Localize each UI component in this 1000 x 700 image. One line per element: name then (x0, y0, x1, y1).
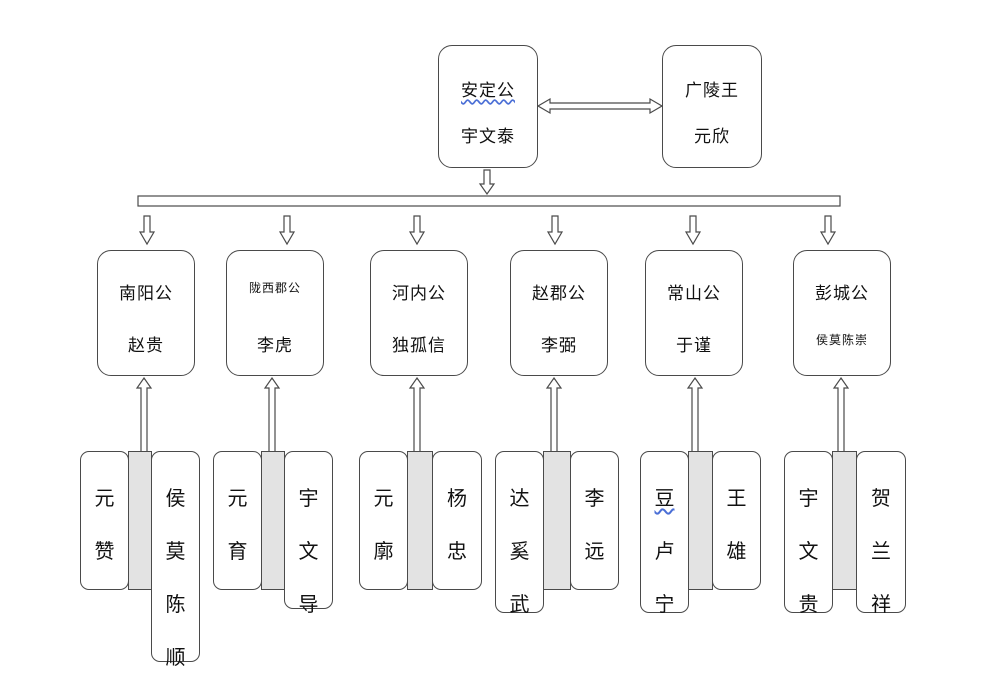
general-name: 元廓 (373, 486, 394, 563)
general-connector-bar (543, 451, 571, 590)
general-box-right: 李远 (570, 451, 619, 590)
general-connector-bar (688, 451, 713, 590)
node-title: 安定公 (461, 81, 515, 101)
general-name: 贺兰祥 (871, 486, 891, 616)
general-box-left: 元育 (213, 451, 262, 590)
general-box-right: 王雄 (712, 451, 761, 590)
pillar-title: 陇西郡公 (248, 281, 301, 295)
general-name: 元育 (227, 486, 248, 563)
node-person: 宇文泰 (461, 127, 515, 147)
general-box-left: 元廓 (359, 451, 408, 590)
general-name: 侯莫陈顺 (165, 486, 186, 669)
pillar-person: 李虎 (257, 336, 293, 356)
general-box-right: 侯莫陈顺 (151, 451, 200, 669)
node-anding-gong: 安定公 宇文泰 (438, 45, 538, 168)
general-connector-bar (261, 451, 285, 590)
up-arrow (832, 376, 850, 453)
general-name: 杨忠 (447, 486, 467, 563)
down-arrow (138, 215, 156, 246)
down-arrow-top (478, 169, 496, 196)
double-arrow (536, 97, 664, 115)
node-person: 元欣 (694, 127, 730, 147)
down-arrow (408, 215, 426, 246)
general-name: 王雄 (726, 486, 747, 563)
up-arrow (135, 376, 153, 453)
pillar-title: 常山公 (667, 284, 721, 304)
pillar-person: 赵贵 (128, 336, 164, 356)
up-arrow (545, 376, 563, 453)
general-name: 李远 (584, 486, 605, 563)
pillar-title: 河内公 (392, 284, 446, 304)
node-title: 广陵王 (685, 81, 739, 101)
general-box-right: 贺兰祥 (856, 451, 906, 616)
general-box-left: 元赞 (80, 451, 129, 590)
pillar-node: 常山公 于谨 (645, 250, 743, 376)
pillar-node: 南阳公 赵贵 (97, 250, 195, 376)
pillar-title: 彭城公 (815, 284, 869, 304)
general-name: 元赞 (94, 486, 115, 563)
up-arrow (408, 376, 426, 453)
general-name: 宇文贵 (798, 486, 819, 616)
pillar-node: 河内公 独孤信 (370, 250, 468, 376)
down-arrow (819, 215, 837, 246)
node-guangling-wang: 广陵王 元欣 (662, 45, 762, 168)
pillar-title: 南阳公 (119, 284, 173, 304)
pillar-person: 李弼 (541, 336, 577, 356)
down-arrow (546, 215, 564, 246)
up-arrow (686, 376, 704, 453)
general-box-left: 宇文贵 (784, 451, 833, 616)
general-box-right: 宇文导 (284, 451, 333, 616)
pillar-person: 独孤信 (392, 336, 446, 356)
pillar-person: 于谨 (676, 336, 712, 356)
general-name: 达奚武 (509, 486, 530, 616)
general-name: 豆卢宁 (654, 486, 675, 616)
general-name: 宇文导 (298, 486, 319, 616)
general-connector-bar (128, 451, 152, 590)
down-arrow (278, 215, 296, 246)
distribution-bar (137, 195, 841, 207)
general-box-left: 豆卢宁 (640, 451, 689, 616)
general-connector-bar (832, 451, 857, 590)
general-box-right: 杨忠 (432, 451, 482, 590)
pillar-node: 陇西郡公 李虎 (226, 250, 324, 376)
down-arrow (684, 215, 702, 246)
general-connector-bar (407, 451, 433, 590)
pillar-node: 赵郡公 李弼 (510, 250, 608, 376)
pillar-title: 赵郡公 (532, 284, 586, 304)
general-box-left: 达奚武 (495, 451, 544, 616)
up-arrow (263, 376, 281, 453)
pillar-node: 彭城公 侯莫陈崇 (793, 250, 891, 376)
pillar-person: 侯莫陈崇 (815, 333, 868, 347)
